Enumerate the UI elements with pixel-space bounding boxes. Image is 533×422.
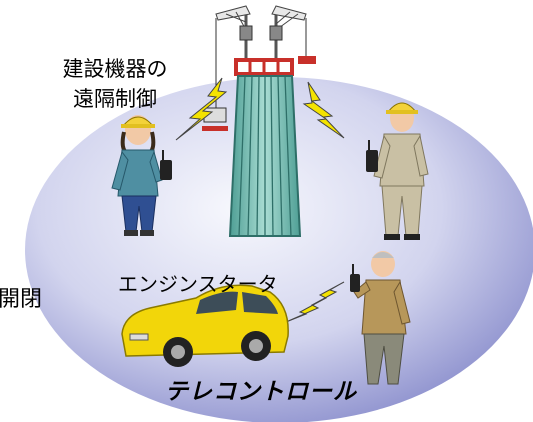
worker-woman-icon	[111, 115, 163, 236]
remote-control-label-line2: 遠隔制御	[73, 87, 157, 111]
remote-control-label: 建設機器の 遠隔制御	[50, 54, 180, 114]
engine-starter-label: エンジンスタータ	[118, 272, 278, 296]
car-icon	[121, 284, 289, 367]
walkie-talkie-icon	[366, 140, 378, 172]
walkie-talkie-icon	[160, 150, 172, 180]
businessman-icon	[353, 251, 411, 385]
lightning-icon	[175, 77, 228, 141]
telecontrol-title: テレコントロール	[165, 379, 357, 405]
remote-control-label-line1: 建設機器の	[62, 57, 168, 81]
open-close-label: 開閉	[0, 287, 43, 312]
walkie-talkie-icon	[350, 264, 360, 292]
lightning-icon	[302, 81, 345, 139]
worker-man-icon	[373, 102, 429, 240]
